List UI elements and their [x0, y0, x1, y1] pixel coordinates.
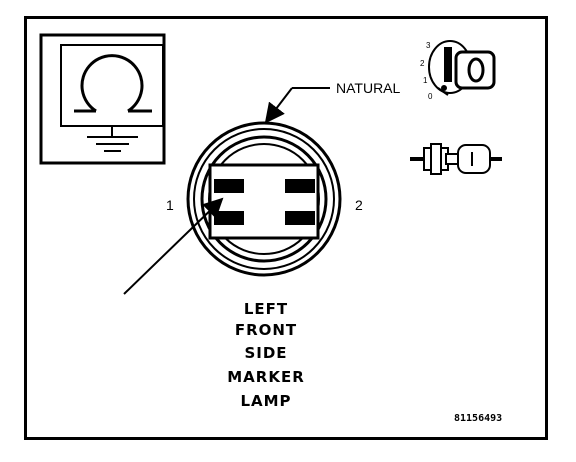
pin-2-label: 2 — [355, 197, 363, 213]
component-name-line-3: SIDE — [244, 344, 287, 362]
component-name: LEFT FRONT SIDE MARKER LAMP — [227, 300, 305, 410]
natural-label: NATURAL — [336, 80, 401, 96]
component-name-line-1: LEFT — [244, 300, 288, 318]
key-position-1: 1 — [423, 76, 428, 85]
natural-callout-arrow — [264, 87, 330, 124]
ignition-key-icon: 3 2 1 0 — [420, 40, 496, 101]
terminal-callout-arrow — [123, 197, 224, 295]
connector-pair-icon — [410, 143, 502, 175]
component-name-line-4: MARKER — [227, 368, 305, 386]
key-position-0: 0 — [428, 92, 433, 101]
component-name-line-2: FRONT — [235, 321, 297, 339]
key-position-3: 3 — [426, 41, 431, 50]
pin-1-label: 1 — [166, 197, 174, 213]
component-name-line-5: LAMP — [240, 392, 291, 410]
figure-id: 81156493 — [454, 413, 502, 424]
connector-face — [186, 121, 342, 277]
lamp-ground-symbol-icon — [39, 33, 166, 165]
terminal-cavity-2 — [285, 179, 315, 225]
key-position-2: 2 — [420, 59, 425, 68]
